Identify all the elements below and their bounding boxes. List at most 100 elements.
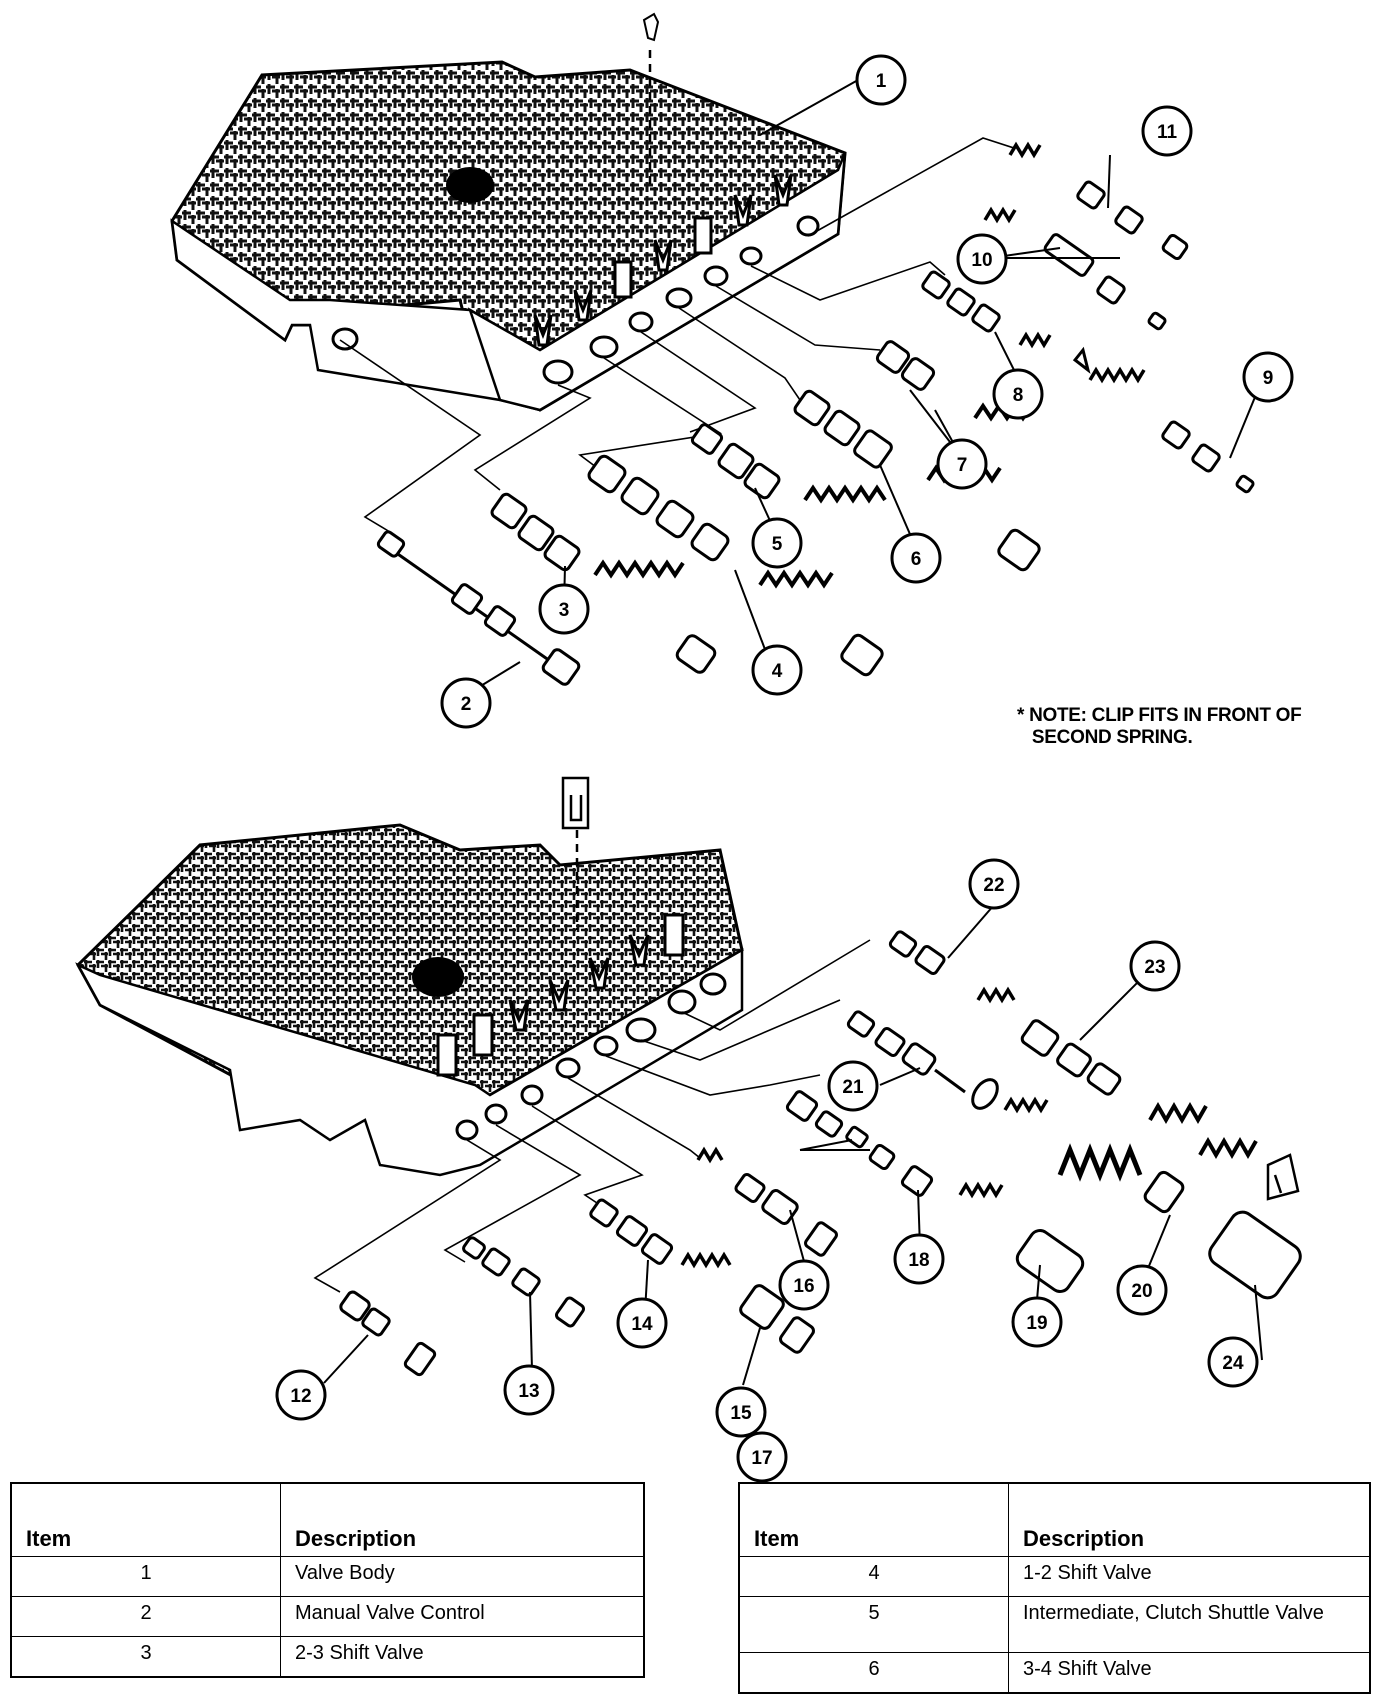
legend-table-left: Item Description 1 Valve Body 2 Manual V… [10,1482,645,1678]
callout-label: 4 [772,661,783,682]
upper-valve-parts [376,141,1255,686]
callout-17: 17 [736,1431,788,1483]
lower-valve-body [75,776,744,1177]
item-description: Intermediate, Clutch Shuttle Valve [1008,1596,1371,1653]
callout-2: 2 [440,677,492,729]
callout-circle [992,368,1044,420]
callout-20: 20 [1116,1264,1168,1316]
header-item: Item [738,1482,1009,1557]
callout-label: 2 [461,694,472,715]
callout-23: 23 [1129,940,1181,992]
callout-circle [538,583,590,635]
callout-15: 15 [715,1386,767,1438]
callout-label: 20 [1131,1281,1152,1302]
callout-circle [1011,1296,1063,1348]
callout-label: 22 [983,875,1004,896]
callout-label: 12 [290,1386,311,1407]
item-number: 4 [738,1556,1009,1597]
callout-10: 10 [956,233,1008,285]
callout-circle [1116,1264,1168,1316]
callout-label: 21 [842,1077,864,1098]
callout-label: 15 [730,1403,752,1424]
callout-16: 16 [778,1259,830,1311]
table-row: 3 2-3 Shift Valve [10,1636,645,1678]
callout-circle [936,438,988,490]
callout-circle [616,1297,668,1349]
callout-8: 8 [992,368,1044,420]
item-number: 6 [738,1652,1009,1694]
item-description: 2-3 Shift Valve [280,1636,645,1678]
callout-label: 10 [971,250,992,271]
callout-circle [890,532,942,584]
callout-label: 14 [631,1314,653,1335]
callout-6: 6 [890,532,942,584]
callout-label: 6 [911,549,922,570]
callout-5: 5 [751,517,803,569]
header-description: Description [280,1482,645,1557]
callout-label: 1 [876,71,887,92]
table-row: 5 Intermediate, Clutch Shuttle Valve [738,1596,1371,1653]
item-description: 1-2 Shift Valve [1008,1556,1371,1597]
note-line-2: SECOND SPRING. [1017,727,1193,748]
legend-table-right: Item Description 4 1-2 Shift Valve 5 Int… [738,1482,1371,1694]
callout-circle [503,1364,555,1416]
lower-valve-parts [339,930,1302,1377]
callout-circle [751,644,803,696]
callout-circle [956,233,1008,285]
callout-14: 14 [616,1297,668,1349]
item-description: 3-4 Shift Valve [1008,1652,1371,1694]
callout-label: 19 [1026,1313,1047,1334]
callout-circle [893,1233,945,1285]
callout-4: 4 [751,644,803,696]
callout-circle [855,54,907,106]
callout-circle [1129,940,1181,992]
table-row: 4 1-2 Shift Valve [738,1556,1371,1597]
header-item: Item [10,1482,281,1557]
callout-label: 5 [772,534,783,555]
callout-label: 16 [793,1276,814,1297]
callout-circle [440,677,492,729]
callout-label: 7 [957,455,968,476]
upper-valve-body [170,12,847,412]
callout-21: 21 [827,1060,879,1112]
callout-circle [968,858,1020,910]
callout-label: 9 [1263,368,1274,389]
table-row: 2 Manual Valve Control [10,1596,645,1637]
item-description: Manual Valve Control [280,1596,645,1637]
callout-label: 11 [1157,122,1178,143]
callout-circle [715,1386,767,1438]
callout-22: 22 [968,858,1020,910]
callout-label: 13 [518,1381,539,1402]
header-description: Description [1008,1482,1371,1557]
callout-24: 24 [1207,1336,1259,1388]
item-number: 3 [10,1636,281,1678]
callout-label: 17 [751,1448,772,1469]
callout-18: 18 [893,1233,945,1285]
callout-circle [1207,1336,1259,1388]
callout-19: 19 [1011,1296,1063,1348]
callout-7: 7 [936,438,988,490]
callout-label: 24 [1222,1353,1244,1374]
callout-label: 18 [908,1250,929,1271]
note-text: * NOTE: CLIP FITS IN FRONT OF SECOND SPR… [1017,705,1302,749]
callout-circle [778,1259,830,1311]
callout-12: 12 [275,1369,327,1421]
callout-circle [827,1060,879,1112]
callout-9: 9 [1242,351,1294,403]
upper-leader-lines [339,137,1021,533]
note-line-1: * NOTE: CLIP FITS IN FRONT OF [1017,705,1302,726]
callout-label: 8 [1013,385,1024,406]
callout-circle [736,1431,788,1483]
legend-header-row: Item Description [738,1482,1371,1557]
callout-circle [751,517,803,569]
item-description: Valve Body [280,1556,645,1597]
item-number: 2 [10,1596,281,1637]
table-row: 1 Valve Body [10,1556,645,1597]
table-row: 6 3-4 Shift Valve [738,1652,1371,1694]
callout-11: 11 [1141,105,1193,157]
item-number: 5 [738,1596,1009,1653]
callout-13: 13 [503,1364,555,1416]
callout-circle [275,1369,327,1421]
